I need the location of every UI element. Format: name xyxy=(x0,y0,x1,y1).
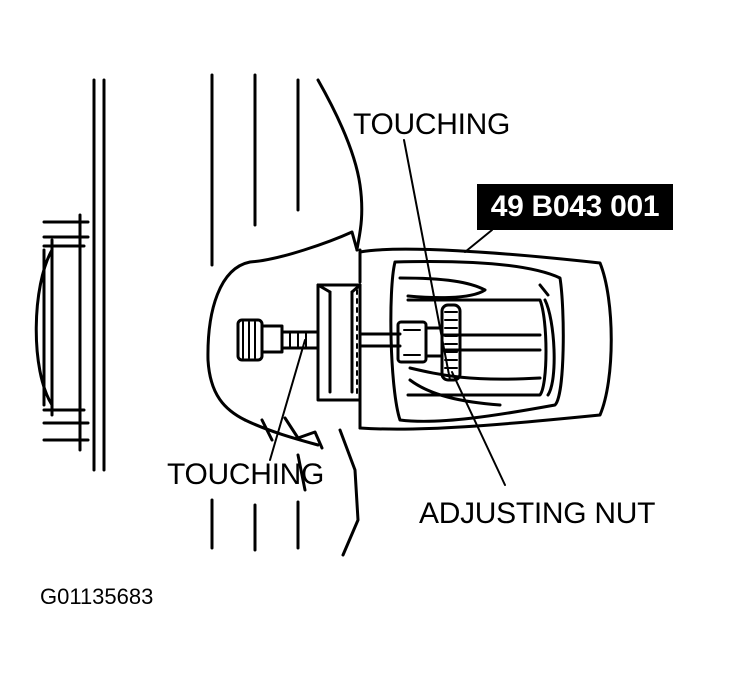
adjusting-nut-label: ADJUSTING NUT xyxy=(419,497,656,530)
leader-adjusting-nut xyxy=(451,371,506,486)
leader-lines xyxy=(269,139,506,486)
leader-touching-bottom xyxy=(269,339,306,461)
shaft-and-nut xyxy=(358,303,542,382)
leader-tool-number xyxy=(464,229,493,253)
adjusting-bolt xyxy=(236,318,320,362)
cover-body xyxy=(206,78,364,557)
tool-number-badge: 49 B043 001 xyxy=(477,184,673,230)
housing-lines xyxy=(92,73,307,552)
touching-label-bottom: TOUCHING xyxy=(167,458,325,491)
left-flange xyxy=(34,213,90,452)
leader-touching-top xyxy=(403,139,451,381)
special-tool xyxy=(358,247,613,431)
touching-label-top: TOUCHING xyxy=(353,108,511,141)
figure-id: G01135683 xyxy=(40,584,154,609)
spacer-block xyxy=(316,248,362,430)
